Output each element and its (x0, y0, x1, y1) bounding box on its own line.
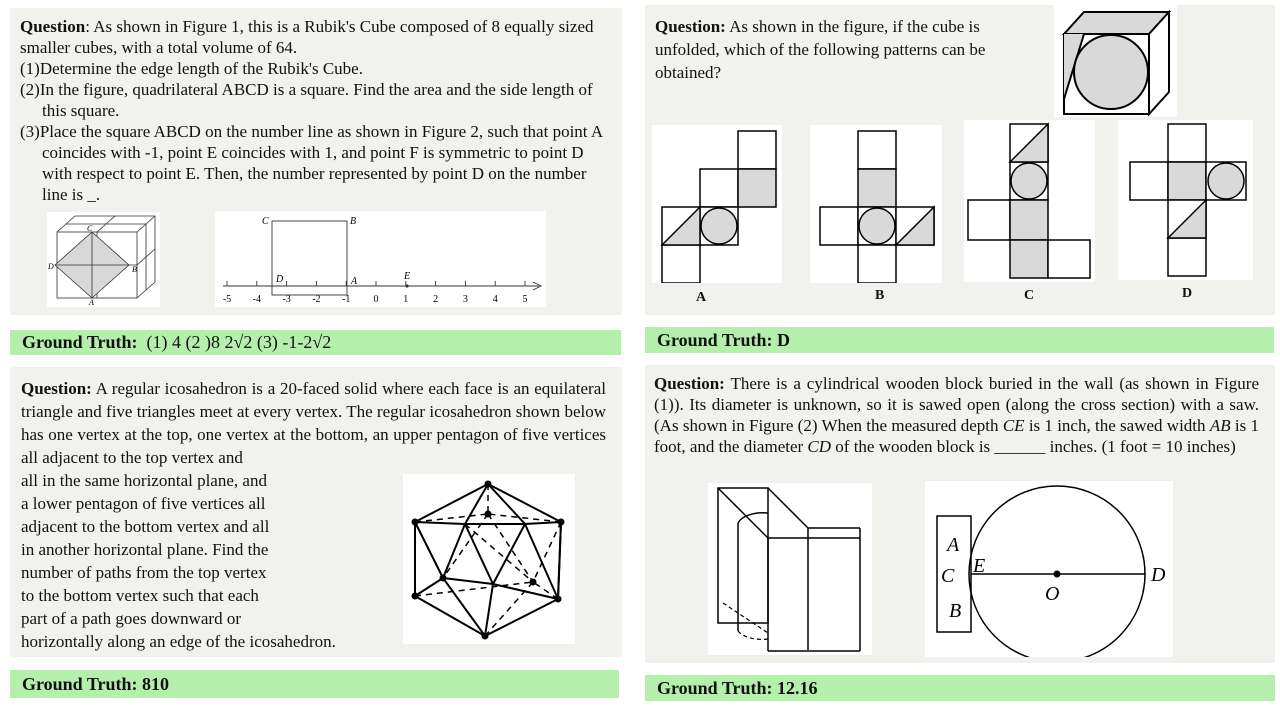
question-label: Question: (21, 379, 92, 398)
numberline-point-e: E (403, 271, 410, 282)
icosahedron-figure (403, 474, 575, 644)
question-1-part-2: (2)In the figure, quadrilateral ABCD is … (20, 80, 593, 120)
cube-net-reference (1054, 4, 1177, 117)
net-option-c (964, 120, 1095, 282)
question-label: Question: (655, 17, 726, 36)
question-1-parts: (1)Determine the edge length of the Rubi… (20, 58, 615, 205)
numberline-tick-label: 2 (433, 294, 438, 305)
math-ab: AB (1209, 416, 1231, 435)
ground-truth-value: 12.16 (777, 678, 818, 698)
question-1-text: Question: As shown in Figure 1, this is … (20, 16, 615, 205)
net-option-d (1118, 120, 1253, 280)
question-4-text: Question: There is a cylindrical wooden … (654, 373, 1259, 457)
circle-label-o: O (1045, 583, 1059, 605)
cube-label-a: A (88, 298, 94, 307)
ground-truth-value: 810 (142, 674, 170, 694)
ground-truth-label: Ground Truth: (657, 330, 773, 350)
option-c-label: C (1024, 288, 1035, 303)
question-4-body-4: of the wooden block is ______ inches. (1… (831, 437, 1236, 456)
cylinder-in-wall-figure (708, 483, 872, 655)
ground-truth-bar-4: Ground Truth: 12.16 (645, 675, 1275, 701)
ground-truth-label: Ground Truth: (22, 674, 138, 694)
question-3-line: all in the same horizontal plane, and (21, 471, 267, 490)
math-cd: CD (807, 437, 832, 456)
numberline-tick-label: -1 (342, 294, 350, 305)
numberline-point-a: A (350, 276, 358, 287)
question-3-line: horizontally along an edge of the icosah… (21, 632, 336, 651)
numberline-point-b: B (350, 216, 356, 227)
cube-label-d: D (47, 262, 54, 271)
ground-truth-value: D (777, 330, 791, 350)
question-3-line: number of paths from the top vertex (21, 563, 267, 582)
circle-label-c: C (941, 565, 955, 587)
question-label: Question: (654, 374, 725, 393)
question-1-intro: : As shown in Figure 1, this is a Rubik'… (20, 17, 594, 57)
question-2-body: As shown in the figure, if the cube is u… (655, 17, 986, 82)
numberline-tick-label: -4 (253, 294, 261, 305)
question-1-part-1: (1)Determine the edge length of the Rubi… (20, 59, 363, 78)
number-line-figure: -5 -4 -3 -2 -1 0 1 2 3 4 5 C B D A E (215, 211, 546, 307)
option-d-label: D (1182, 286, 1193, 301)
question-4-body-1: There is a cylindrical wooden block buri… (654, 374, 1259, 435)
option-a-label: A (696, 290, 707, 305)
question-4-body-2: is 1 inch, the sawed width (1024, 416, 1210, 435)
question-3-line: adjacent to the bottom vertex and all (21, 517, 270, 536)
circle-label-a: A (945, 534, 960, 556)
question-3-line: part of a path goes downward or (21, 609, 241, 628)
question-3-text-narrow: all in the same horizontal plane, and a … (21, 469, 401, 653)
question-3-line: in another horizontal plane. Find the (21, 540, 269, 559)
question-label: Question (20, 17, 86, 36)
question-3-text: Question: A regular icosahedron is a 20-… (21, 377, 606, 469)
ground-truth-label: Ground Truth: (22, 332, 138, 352)
numberline-tick-label: -2 (312, 294, 320, 305)
rubiks-cube-figure: C D B A (47, 212, 160, 307)
net-option-a (652, 125, 782, 284)
question-2-text: Question: As shown in the figure, if the… (655, 15, 1010, 84)
math-ce: CE (1002, 416, 1025, 435)
ground-truth-bar-1: Ground Truth: (1) 4 (2 )8 2√2 (3) -1-2√2 (10, 330, 621, 355)
numberline-tick-label: 4 (493, 294, 498, 305)
circle-label-d: D (1150, 564, 1166, 586)
numberline-point-d: D (275, 274, 284, 285)
numberline-point-c: C (262, 216, 269, 227)
question-1-part-3: (3)Place the square ABCD on the number l… (20, 122, 603, 204)
question-3-body: A regular icosahedron is a 20-faced soli… (21, 379, 606, 467)
circle-label-b: B (949, 600, 961, 622)
cube-label-c: C (87, 224, 93, 233)
numberline-tick-label: 3 (463, 294, 468, 305)
ground-truth-value: (1) 4 (2 )8 2√2 (3) -1-2√2 (146, 332, 332, 352)
numberline-tick-label: -3 (282, 294, 290, 305)
numberline-tick-label: 5 (523, 294, 528, 305)
cube-label-b: B (132, 265, 137, 274)
option-b-label: B (875, 288, 885, 303)
circle-label-e: E (972, 555, 985, 577)
question-4-body-3: is 1 foot, and the diameter (654, 416, 1259, 456)
circle-cross-section-figure: A C E B O D (925, 481, 1173, 663)
numberline-tick-label: -5 (223, 294, 231, 305)
numberline-tick-label: 1 (403, 294, 408, 305)
ground-truth-bar-3: Ground Truth: 810 (10, 670, 619, 698)
question-3-line: to the bottom vertex such that each (21, 586, 259, 605)
net-option-b (810, 125, 942, 284)
question-3-line: a lower pentagon of five vertices all (21, 494, 266, 513)
ground-truth-label: Ground Truth: (657, 678, 773, 698)
numberline-tick-label: 0 (374, 294, 379, 305)
ground-truth-bar-2: Ground Truth: D (645, 327, 1274, 353)
